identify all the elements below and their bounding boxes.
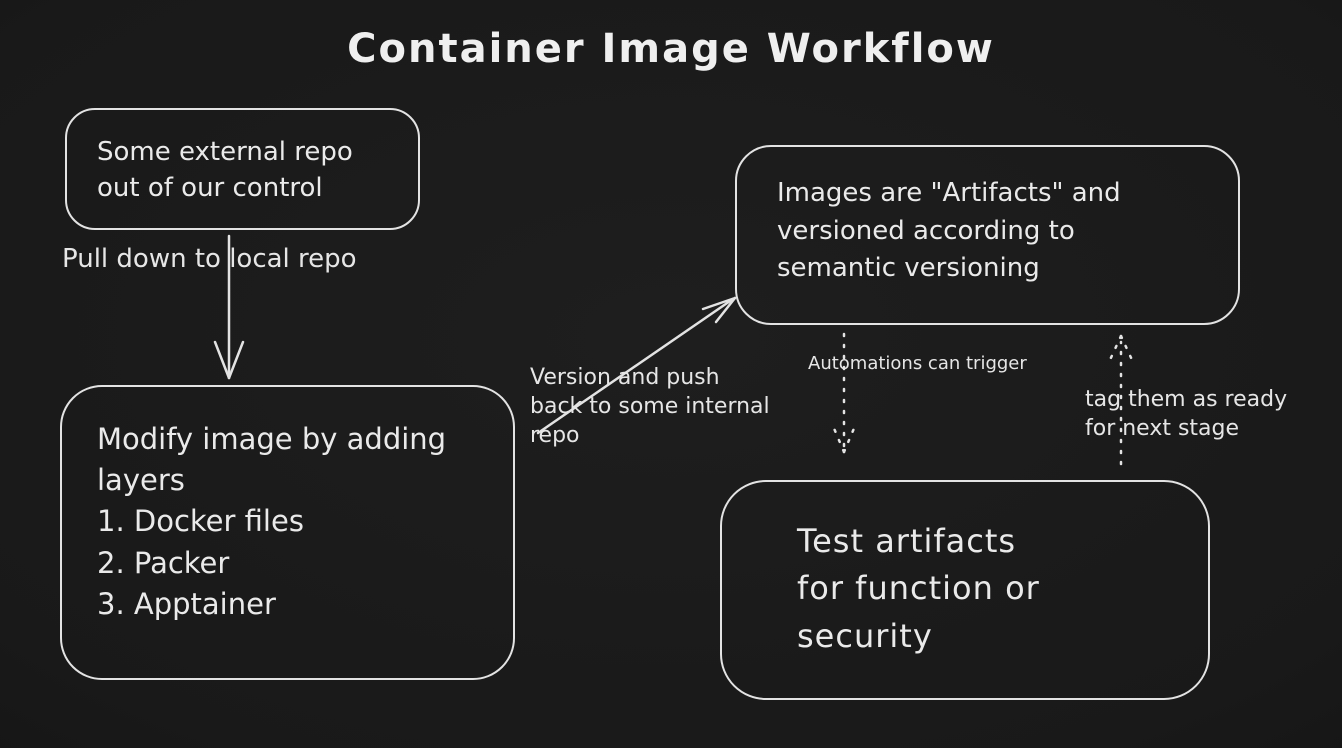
node-modify-image-text: Modify image by adding layers 1. Docker … xyxy=(97,422,447,621)
arrow-version-push xyxy=(536,296,737,435)
arrow-pull-down xyxy=(213,234,245,380)
node-test-artifacts: Test artifacts for function or security xyxy=(720,480,1210,700)
node-test-artifacts-text: Test artifacts for function or security xyxy=(797,522,1040,655)
edge-label-tag-ready: tag them as ready for next stage xyxy=(1085,387,1288,442)
node-artifacts: Images are "Artifacts" and versioned acc… xyxy=(735,145,1240,325)
node-external-repo-text: Some external repo out of our control xyxy=(97,137,353,204)
edge-label-version-push: Version and push back to some internal r… xyxy=(530,365,770,449)
node-external-repo: Some external repo out of our control xyxy=(65,108,420,230)
edge-label-automations: Automations can trigger xyxy=(808,353,1027,374)
arrow-automations xyxy=(831,332,857,454)
node-modify-image: Modify image by adding layers 1. Docker … xyxy=(60,385,515,680)
arrow-tag-ready xyxy=(1107,334,1135,466)
diagram-title: Container Image Workflow xyxy=(347,26,995,72)
edge-label-pull-down: Pull down to local repo xyxy=(62,244,357,274)
node-artifacts-text: Images are "Artifacts" and versioned acc… xyxy=(777,178,1121,284)
